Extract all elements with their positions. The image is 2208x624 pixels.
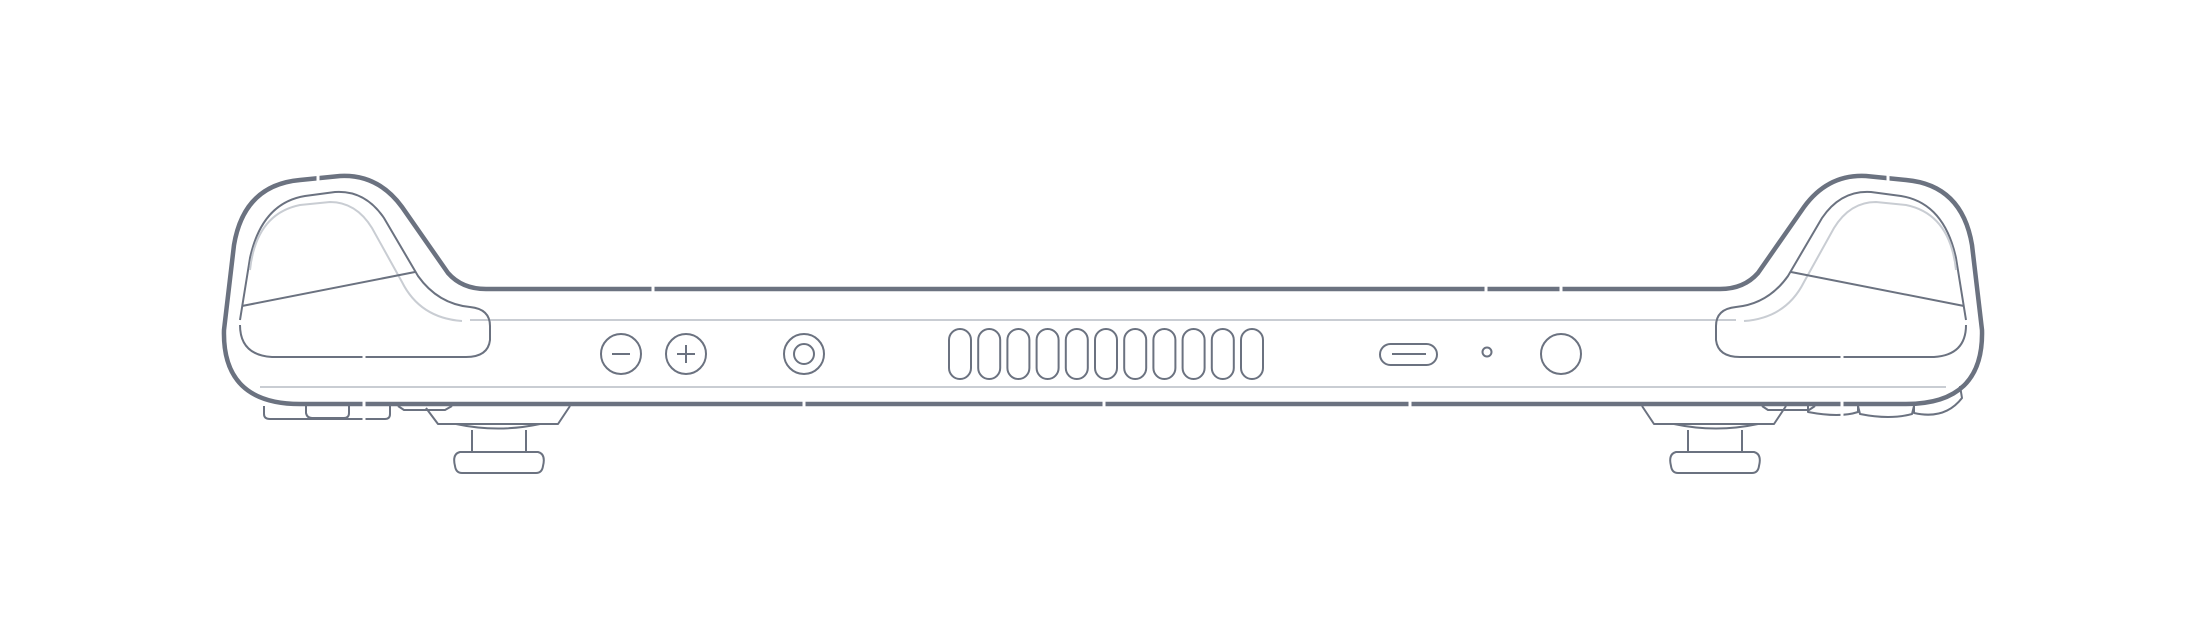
left-grip-bumper-line [241, 271, 416, 307]
seam-marks [316, 172, 1890, 424]
vent-slot [1181, 328, 1206, 380]
vent-slot [1094, 328, 1118, 380]
vent-slot [1006, 328, 1031, 380]
right-grip-bumper-line [1790, 271, 1965, 307]
usb-c-port-icon [1379, 343, 1438, 366]
vent-slot [1064, 328, 1089, 380]
headphone-jack-icon [783, 333, 825, 375]
volume-up-button[interactable] [665, 333, 707, 375]
left-grip-inner-outline [239, 190, 491, 358]
vent-slot [1035, 328, 1060, 380]
vent-slot [1123, 328, 1148, 380]
vent-slot [977, 328, 1002, 380]
vent-slot [1240, 328, 1264, 380]
vent-slot [1210, 328, 1235, 380]
vent-grille [948, 328, 1264, 380]
plus-icon [677, 345, 695, 363]
power-button-icon[interactable] [1540, 333, 1582, 375]
right-grip-faint-contour [1743, 200, 1957, 322]
vent-slot [1152, 328, 1177, 380]
right-grip-inner-outline [1715, 190, 1967, 358]
left-underside-details [263, 405, 571, 474]
right-underside-details [1641, 385, 1963, 474]
body-outer-outline [221, 173, 1985, 407]
left-grip-faint-contour [249, 200, 463, 322]
vent-slot [948, 328, 972, 380]
microphone-hole-icon [1481, 346, 1493, 358]
volume-down-button[interactable] [600, 333, 642, 375]
